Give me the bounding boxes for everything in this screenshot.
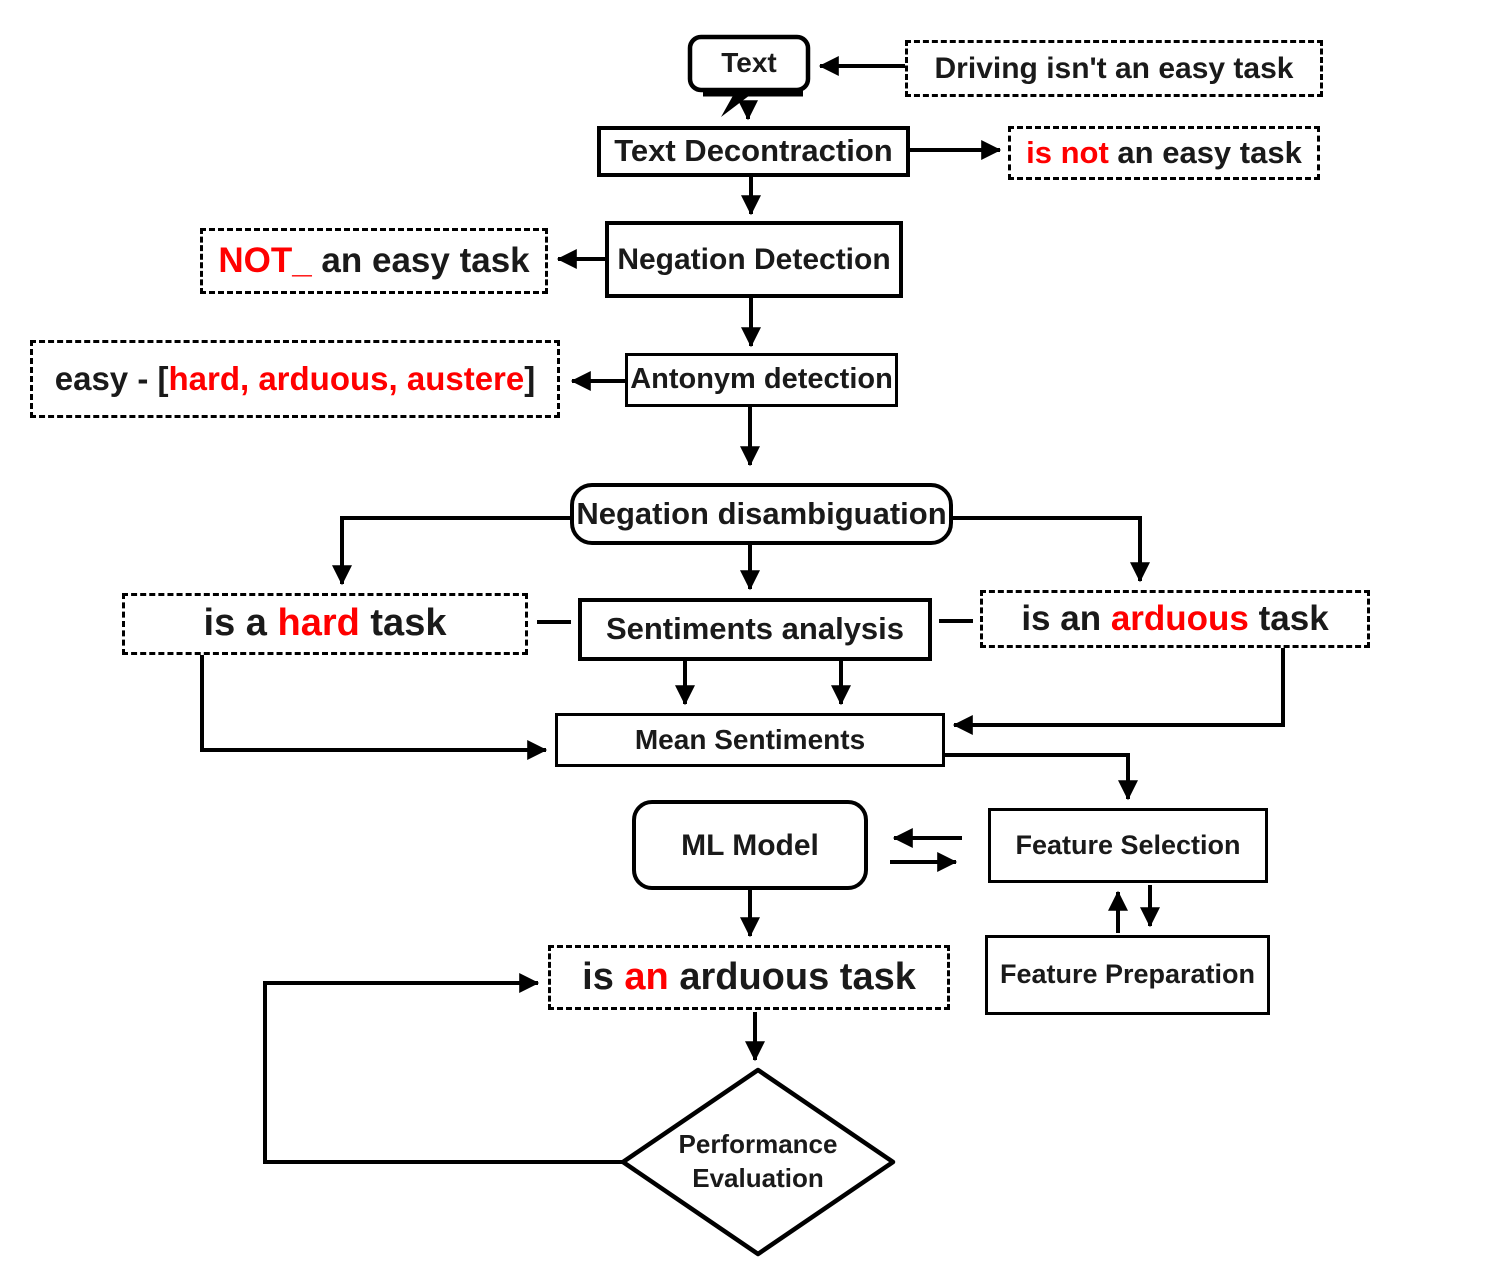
arrow-evaluation-loopback	[263, 973, 623, 1164]
arrow-disambiguation-to-hard	[332, 516, 570, 586]
decision-diamond-shape	[620, 1067, 896, 1257]
process-mean-sentiments: Mean Sentiments	[555, 713, 945, 767]
process-ml-model: ML Model	[632, 800, 868, 890]
arrow-arduous-to-mean	[952, 648, 1285, 735]
process-negation-detection: Negation Detection	[605, 221, 903, 298]
arrow-disambiguation-to-arduous	[953, 516, 1150, 583]
process-feature-preparation: Feature Preparation	[985, 935, 1270, 1015]
process-feature-selection: Feature Selection	[988, 808, 1268, 883]
arrow-hard-to-mean	[200, 653, 548, 760]
annotation-negation-marked: NOT_ an easy task	[200, 228, 548, 294]
annotation-hard-variant: is a hard task	[122, 593, 528, 655]
process-antonym-detection: Antonym detection	[625, 353, 898, 407]
arrow-mean-to-feature-selection	[945, 753, 1138, 801]
annotation-input-sentence: Driving isn't an easy task	[905, 40, 1323, 97]
decision-performance-evaluation: Performance Evaluation	[678, 1129, 838, 1193]
process-text-decontraction: Text Decontraction	[597, 126, 910, 177]
process-sentiments-analysis: Sentiments analysis	[578, 598, 932, 661]
process-negation-disambiguation: Negation disambiguation	[570, 483, 953, 545]
speech-bubble-tail-icon	[721, 92, 754, 117]
node-text-bubble: Text	[690, 37, 808, 90]
annotation-decontracted: is not an easy task	[1008, 126, 1320, 180]
annotation-arduous-variant: is an arduous task	[980, 590, 1370, 648]
text-bubble-label: Text	[721, 47, 777, 79]
annotation-antonyms: easy - [hard, arduous, austere]	[30, 340, 560, 418]
annotation-prediction: is an arduous task	[548, 945, 950, 1010]
